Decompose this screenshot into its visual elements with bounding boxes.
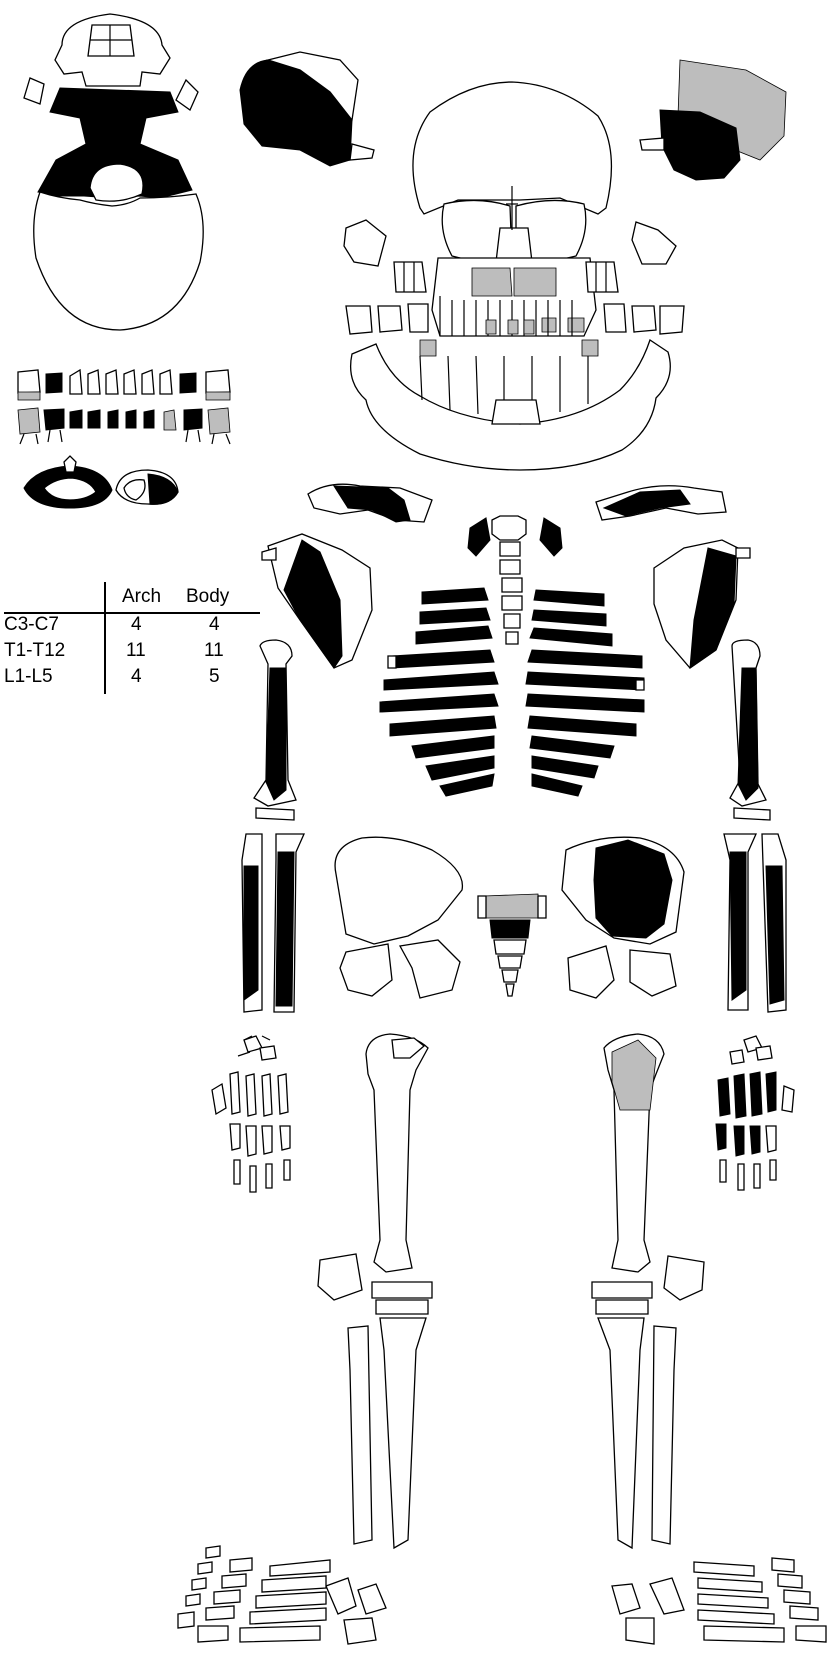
row-label-lumbar: L1-L5 <box>4 666 53 688</box>
skull-frontal-view <box>344 82 684 470</box>
thoracic-body-count: 11 <box>204 640 224 662</box>
row-label-cervical: C3-C7 <box>4 614 59 636</box>
deciduous-dentition <box>18 370 230 444</box>
hands <box>212 1036 794 1192</box>
femora <box>318 1034 704 1314</box>
lumbar-body-count: 5 <box>209 666 220 688</box>
temporal-bone-left <box>240 52 374 166</box>
ribcage <box>380 516 644 796</box>
column-header-body: Body <box>186 586 229 608</box>
tibiae-and-fibulae <box>348 1318 676 1548</box>
pelvis <box>335 837 684 998</box>
temporal-bone-right <box>640 60 786 180</box>
lumbar-arch-count: 4 <box>131 666 142 688</box>
thoracic-arch-count: 11 <box>126 640 146 662</box>
cranial-base-view <box>24 14 203 330</box>
feet <box>178 1546 826 1644</box>
column-header-arch: Arch <box>122 586 161 608</box>
atlas-and-axis <box>24 456 178 508</box>
vertebra-count-table: Arch Body C3-C7 4 4 T1-T12 11 11 L1-L5 4… <box>4 582 260 694</box>
humeri <box>254 640 770 820</box>
row-label-thoracic: T1-T12 <box>4 640 65 662</box>
cervical-arch-count: 4 <box>131 614 142 636</box>
table-column-rule <box>104 582 106 694</box>
cervical-body-count: 4 <box>209 614 220 636</box>
